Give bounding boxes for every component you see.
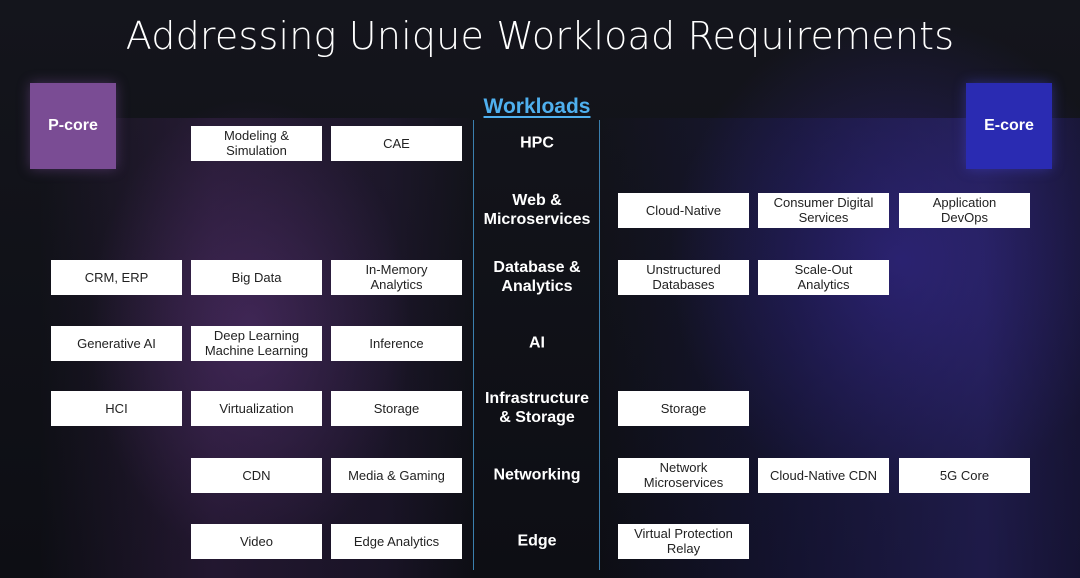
ecore-box-r1-c2: Application DevOps — [899, 192, 1030, 228]
workload-label-r6: Edge — [517, 532, 557, 550]
pcore-box-r2-c0: CRM, ERP — [51, 259, 182, 295]
pcore-box-r2-c2: In-Memory Analytics — [331, 259, 462, 295]
workload-label-r3: AI — [529, 334, 545, 352]
pcore-box-r5-c2: Media & Gaming — [331, 457, 462, 493]
pcore-box-r6-c1: Video — [191, 523, 322, 559]
pcore-label: P-core — [30, 83, 116, 169]
ecore-box-r5-c1: Cloud-Native CDN — [758, 457, 889, 493]
pcore-box-r0-c2: CAE — [331, 125, 462, 161]
pcore-box-r4-c1: Virtualization — [191, 390, 322, 426]
ecore-box-r5-c2: 5G Core — [899, 457, 1030, 493]
workload-label-r2: Database & Analytics — [493, 259, 581, 295]
ecore-box-r4-c0: Storage — [618, 390, 749, 426]
workload-column-left-divider — [473, 120, 474, 570]
pcore-box-r3-c0: Generative AI — [51, 325, 182, 361]
pcore-box-r2-c1: Big Data — [191, 259, 322, 295]
ecore-box-r2-c1: Scale-Out Analytics — [758, 259, 889, 295]
ecore-box-r1-c1: Consumer Digital Services — [758, 192, 889, 228]
pcore-box-r4-c0: HCI — [51, 390, 182, 426]
ecore-band — [600, 118, 1080, 578]
pcore-box-r4-c2: Storage — [331, 390, 462, 426]
pcore-box-r6-c2: Edge Analytics — [331, 523, 462, 559]
pcore-box-r0-c1: Modeling & Simulation — [191, 125, 322, 161]
ecore-box-r5-c0: Network Microservices — [618, 457, 749, 493]
pcore-box-r3-c1: Deep Learning Machine Learning — [191, 325, 322, 361]
pcore-box-r3-c2: Inference — [331, 325, 462, 361]
pcore-box-r5-c1: CDN — [191, 457, 322, 493]
workload-column-right-divider — [599, 120, 600, 570]
workload-label-r0: HPC — [520, 134, 554, 152]
workloads-header: Workloads — [483, 95, 591, 118]
ecore-label: E-core — [966, 83, 1052, 169]
workload-label-r5: Networking — [493, 466, 581, 484]
ecore-box-r1-c0: Cloud-Native — [618, 192, 749, 228]
workload-label-r4: Infrastructure & Storage — [484, 390, 590, 426]
slide-title: Addressing Unique Workload Requirements — [125, 14, 955, 58]
ecore-box-r2-c0: Unstructured Databases — [618, 259, 749, 295]
ecore-box-r6-c0: Virtual Protection Relay — [618, 523, 749, 559]
workload-label-r1: Web & Microservices — [483, 192, 591, 228]
